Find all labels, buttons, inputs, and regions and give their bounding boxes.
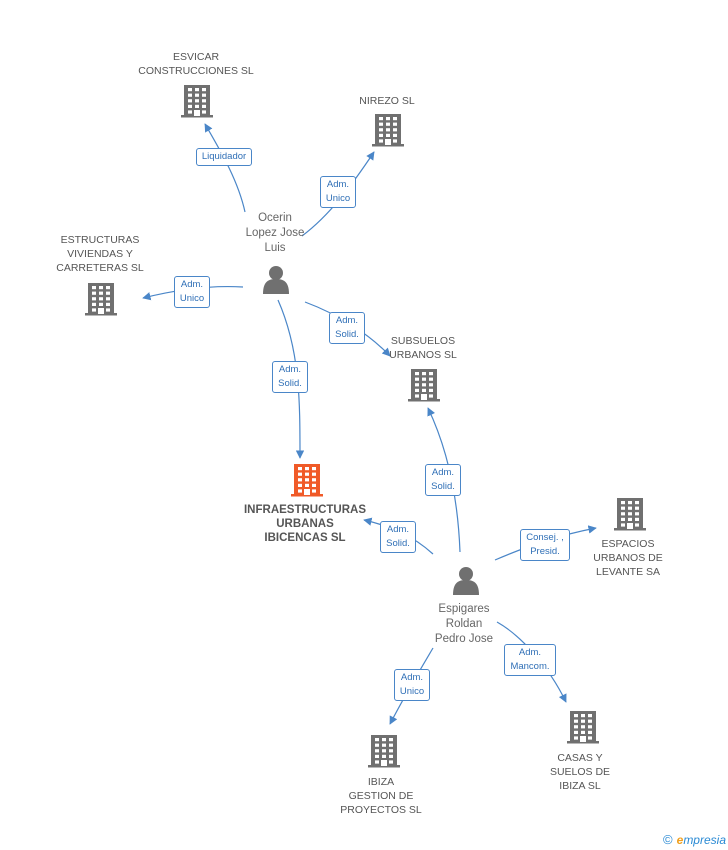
edge-label-line: Solid. <box>278 378 302 389</box>
edge-label-e3[interactable]: Adm. Unico <box>173 276 211 308</box>
node-label-line: PROYECTOS SL <box>340 804 422 816</box>
building-icon[interactable] <box>567 711 599 744</box>
node-label-line: LEVANTE SA <box>596 566 660 578</box>
edge-label-line: Adm. <box>386 524 410 535</box>
node-label-line: Espigares <box>438 603 490 615</box>
edge-label-line: Adm. <box>518 647 542 658</box>
edge-label-e1[interactable]: Liquidador <box>195 148 253 166</box>
node-label-line: CONSTRUCCIONES SL <box>138 65 254 77</box>
brand-logo: empresia <box>676 833 726 847</box>
edge-label-line: Unico <box>179 293 205 304</box>
building-icon[interactable] <box>368 735 400 768</box>
node-label-esvicar[interactable]: ESVICAR CONSTRUCCIONES SL <box>126 50 266 78</box>
node-label-line: Luis <box>264 242 286 254</box>
node-label-line: URBANAS <box>276 518 334 530</box>
node-label-line: ESPACIOS <box>601 538 655 550</box>
footer-brand[interactable]: ©empresia <box>663 832 726 847</box>
icon-layer <box>85 85 646 768</box>
edge-label-line: Mancom. <box>510 661 550 672</box>
edge-label-e7[interactable]: Adm. Solid. <box>380 521 416 553</box>
edge-label-line: Unico <box>325 193 351 204</box>
building-icon[interactable] <box>291 464 323 497</box>
edge-label-line: Solid. <box>431 481 455 492</box>
node-label-line: ESTRUCTURAS <box>60 234 140 246</box>
node-label-line: IBIZA <box>367 776 395 788</box>
edge-label-e5[interactable]: Adm. Solid. <box>272 361 308 393</box>
person-icon[interactable] <box>453 567 479 595</box>
building-icon[interactable] <box>372 114 404 147</box>
edge-label-e6[interactable]: Adm. Solid. <box>425 464 461 496</box>
node-label-line: SUELOS DE <box>549 766 611 778</box>
building-icon[interactable] <box>181 85 213 118</box>
edge-label-line: Adm. <box>400 672 424 683</box>
node-label-subsuelos[interactable]: SUBSUELOS URBANOS SL <box>373 334 473 362</box>
node-label-casas[interactable]: CASAS Y SUELOS DE IBIZA SL <box>530 751 630 793</box>
edge-label-line: Consej. , <box>526 532 564 543</box>
edge-label-e8[interactable]: Consej. , Presid. <box>520 529 570 561</box>
node-label-line: URBANOS DE <box>593 552 663 564</box>
edge-label-e2[interactable]: Adm. Unico <box>319 176 357 208</box>
node-label-line: ESVICAR <box>172 51 220 63</box>
edge-label-e4[interactable]: Adm. Solid. <box>329 312 365 344</box>
node-label-estructuras[interactable]: ESTRUCTURAS VIVIENDAS Y CARRETERAS SL <box>40 233 160 275</box>
node-label-line: Roldan <box>445 618 483 630</box>
building-icon[interactable] <box>614 498 646 531</box>
node-label-nirezo[interactable]: NIREZO SL <box>347 94 427 108</box>
edge-label-e10[interactable]: Adm. Mancom. <box>504 644 556 676</box>
node-label-line: CARRETERAS SL <box>56 262 144 274</box>
edge-label-line: Solid. <box>386 538 410 549</box>
edge-label-line: Adm. <box>335 315 359 326</box>
node-label-espacios[interactable]: ESPACIOS URBANOS DE LEVANTE SA <box>578 537 678 579</box>
node-label-line: NIREZO SL <box>359 95 415 107</box>
edge-label-line: Solid. <box>335 329 359 340</box>
edge-label-e9[interactable]: Adm. Unico <box>393 669 431 701</box>
node-label-ibiza[interactable]: IBIZA GESTION DE PROYECTOS SL <box>326 775 436 817</box>
edge-label-line: Presid. <box>530 546 560 557</box>
building-icon[interactable] <box>408 369 440 402</box>
edge-label-line: Unico <box>399 686 425 697</box>
node-label-line: Lopez Jose <box>245 227 305 239</box>
node-label-line: IBICENCAS SL <box>264 532 346 544</box>
edge-line-e1 <box>204 123 246 213</box>
edge-label-line: Liquidador <box>201 151 247 162</box>
edge-label-line: Adm. <box>326 179 350 190</box>
node-label-line: VIVIENDAS Y <box>67 248 133 260</box>
edge-layer <box>142 123 597 725</box>
node-label-line: Pedro Jose <box>434 633 494 645</box>
node-label-line: INFRAESTRUCTURAS <box>243 504 367 516</box>
person-icon[interactable] <box>263 266 289 294</box>
edge-label-line: Adm. <box>431 467 455 478</box>
node-label-infra[interactable]: INFRAESTRUCTURAS URBANAS IBICENCAS SL <box>235 503 375 545</box>
node-label-line: Ocerin <box>258 212 292 224</box>
node-label-line: IBIZA SL <box>559 780 601 792</box>
building-icon[interactable] <box>85 283 117 316</box>
node-label-line: GESTION DE <box>348 790 414 802</box>
edge-label-line: Adm. <box>180 279 204 290</box>
edge-label-line: Adm. <box>278 364 302 375</box>
node-label-line: SUBSUELOS <box>390 335 456 347</box>
node-label-line: CASAS Y <box>557 752 603 764</box>
copyright-icon: © <box>663 832 673 847</box>
node-label-line: URBANOS SL <box>389 349 457 361</box>
